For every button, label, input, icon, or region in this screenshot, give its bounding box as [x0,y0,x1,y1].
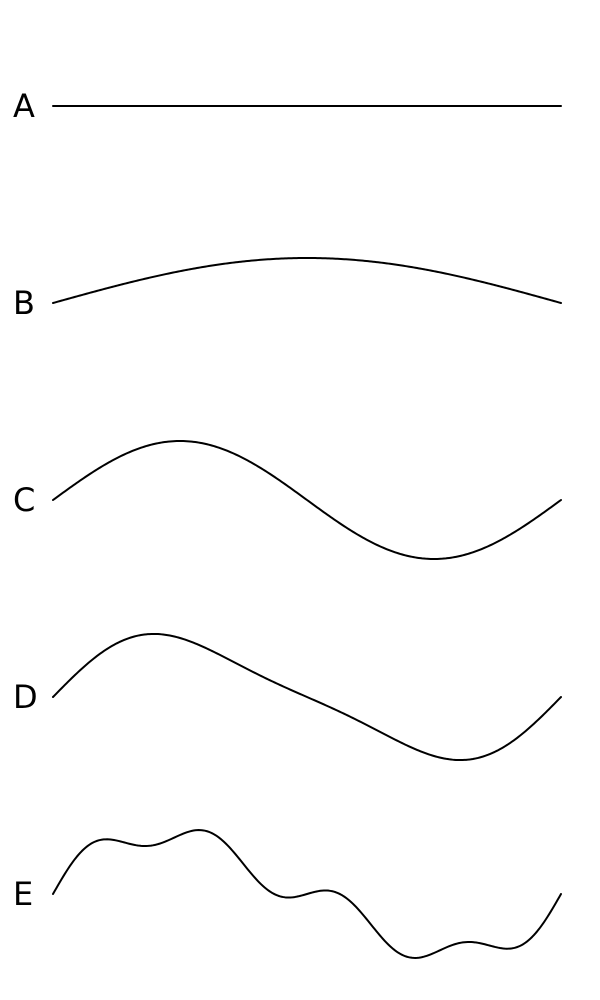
wave-row-b: B [13,257,562,322]
wave-label-e: E [13,875,33,913]
wave-row-c: C [13,440,562,560]
wave-curve-b [52,257,562,304]
wave-label-d: D [13,678,38,716]
wave-curve-d [52,632,562,762]
wave-curve-c [52,440,562,560]
wave-label-b: B [13,284,35,322]
wave-label-c: C [13,481,35,519]
wave-label-a: A [13,87,35,125]
wave-row-e: E [13,829,562,959]
wave-curve-e [52,829,562,959]
wave-row-a: A [13,87,562,125]
wave-row-d: D [13,632,562,762]
waves-layer: A B C D E [13,87,562,959]
